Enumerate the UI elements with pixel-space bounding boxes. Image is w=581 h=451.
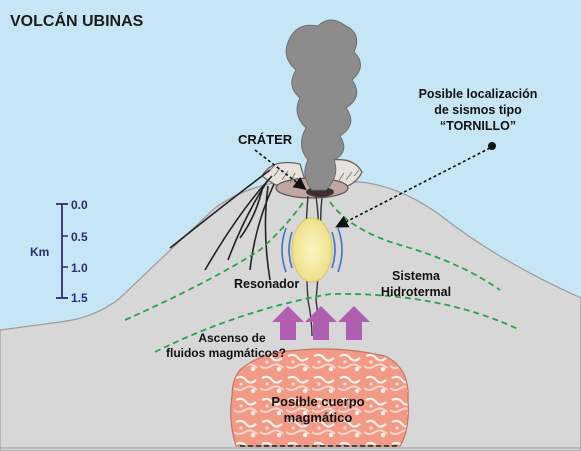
ascent-arrows — [272, 306, 370, 340]
svg-text:Hidrotermal: Hidrotermal — [381, 285, 451, 299]
scale-tick-3: 1.5 — [71, 291, 88, 305]
svg-text:Sistema: Sistema — [392, 269, 441, 283]
scale-unit: Km — [30, 245, 49, 259]
label-crater: CRÁTER — [238, 132, 293, 147]
scale-tick-0: 0.0 — [71, 198, 88, 212]
svg-text:Posible cuerpo: Posible cuerpo — [271, 394, 364, 409]
scale-tick-2: 1.0 — [71, 261, 88, 275]
svg-text:“TORNILLO”: “TORNILLO” — [440, 119, 516, 133]
label-resonador: Resonador — [234, 277, 299, 291]
scale-tick-1: 0.5 — [71, 230, 88, 244]
svg-text:de sismos tipo: de sismos tipo — [434, 103, 522, 117]
svg-text:Posible localización: Posible localización — [419, 87, 538, 101]
svg-text:Ascenso de: Ascenso de — [198, 331, 266, 345]
label-cuerpo-magmatico: Posible cuerpo magmático — [271, 394, 364, 425]
svg-text:magmático: magmático — [284, 410, 353, 425]
diagram-title: VOLCÁN UBINAS — [10, 11, 144, 30]
svg-text:fluidos magmáticos?: fluidos magmáticos? — [166, 346, 286, 360]
